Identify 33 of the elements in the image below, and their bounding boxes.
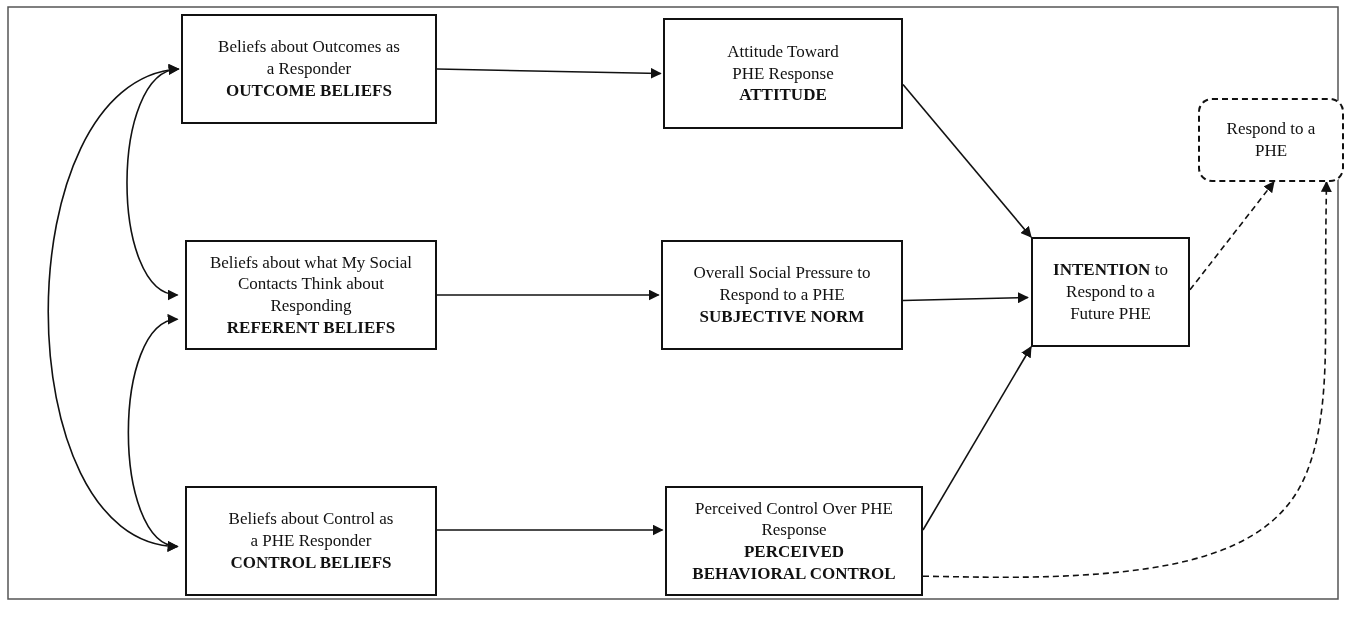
node-text: Overall Social Pressure to Respond to a PHE: [692, 262, 872, 306]
arrow: [902, 83, 1032, 238]
node-text: Attitude Toward PHE Response: [726, 40, 840, 85]
arrow: [436, 289, 660, 301]
construct-label: OUTCOME BELIEFS: [226, 79, 392, 102]
arrow: [922, 346, 1032, 531]
concept-box: [665, 486, 923, 596]
arrow: [436, 67, 662, 79]
outcome-box: [1198, 98, 1344, 182]
node-text: INTENTION to Respond to a Future PHE: [1052, 259, 1169, 325]
node-text: Beliefs about Outcomes as a Responder: [217, 36, 401, 80]
curved-double-arrow: [47, 66, 180, 550]
arrow: [1189, 181, 1275, 291]
concept-box: [185, 240, 437, 350]
node-text: Respond to a PHE: [1225, 118, 1317, 162]
curved-double-arrow: [127, 316, 179, 549]
node-text: Perceived Control Over PHE Response: [694, 497, 894, 541]
construct-label: PERCEIVED BEHAVIORAL CONTROL: [691, 541, 897, 585]
concept-box: [661, 240, 903, 350]
node-text: Beliefs about what My Social Contacts Think about Responding: [209, 251, 413, 317]
construct-label: CONTROL BELIEFS: [230, 551, 392, 574]
construct-label: REFERENT BELIEFS: [226, 316, 396, 339]
concept-box: [1031, 237, 1190, 347]
concept-box: [185, 486, 437, 596]
arrow: [436, 524, 664, 536]
arrow: [922, 180, 1332, 579]
construct-label: ATTITUDE: [739, 84, 827, 107]
node-text: Beliefs about Control as a PHE Responder: [227, 508, 395, 552]
construct-label: SUBJECTIVE NORM: [699, 305, 865, 328]
arrow: [902, 292, 1029, 304]
curved-double-arrow: [126, 66, 180, 298]
concept-box: [181, 14, 437, 124]
concept-box: [663, 18, 903, 129]
